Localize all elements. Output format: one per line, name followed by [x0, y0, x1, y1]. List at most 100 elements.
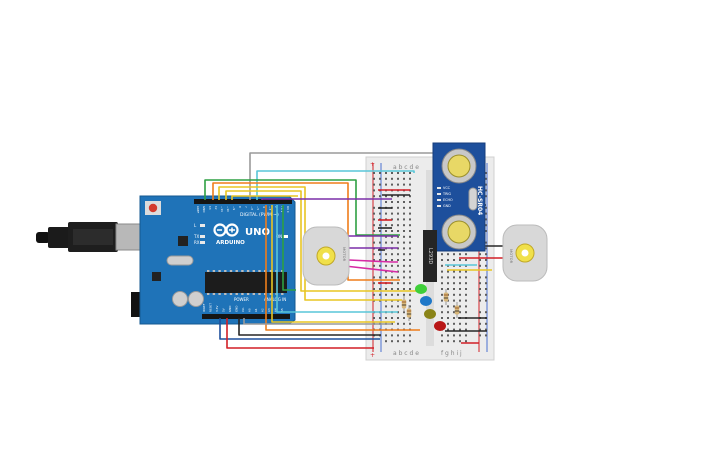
- breadboard-hole[interactable]: [397, 172, 399, 174]
- rail-hole[interactable]: [379, 259, 381, 261]
- breadboard-hole[interactable]: [397, 322, 399, 325]
- breadboard-hole[interactable]: [409, 293, 411, 296]
- breadboard-hole[interactable]: [409, 218, 411, 221]
- breadboard-hole[interactable]: [397, 201, 399, 203]
- rail-hole[interactable]: [485, 328, 487, 331]
- breadboard-hole[interactable]: [391, 264, 393, 267]
- breadboard-hole[interactable]: [453, 311, 455, 314]
- breadboard-hole[interactable]: [409, 299, 411, 302]
- breadboard-hole[interactable]: [397, 177, 399, 180]
- breadboard-hole[interactable]: [397, 206, 399, 209]
- breadboard-hole[interactable]: [403, 195, 405, 198]
- breadboard-hole[interactable]: [409, 224, 411, 227]
- breadboard-hole[interactable]: [397, 195, 399, 198]
- rail-hole[interactable]: [485, 322, 487, 325]
- breadboard-hole[interactable]: [409, 259, 411, 261]
- breadboard-hole[interactable]: [465, 259, 467, 261]
- breadboard-hole[interactable]: [385, 259, 387, 261]
- breadboard-hole[interactable]: [409, 212, 411, 215]
- breadboard-hole[interactable]: [409, 340, 411, 343]
- breadboard-hole[interactable]: [453, 293, 455, 296]
- breadboard-hole[interactable]: [409, 276, 411, 279]
- breadboard-hole[interactable]: [441, 334, 443, 337]
- breadboard-hole[interactable]: [465, 322, 467, 325]
- breadboard-hole[interactable]: [403, 293, 405, 296]
- rail-hole[interactable]: [373, 293, 375, 296]
- rail-hole[interactable]: [485, 218, 487, 221]
- breadboard-hole[interactable]: [391, 334, 393, 337]
- breadboard-hole[interactable]: [403, 241, 405, 244]
- resistor[interactable]: [401, 299, 407, 309]
- breadboard-hole[interactable]: [403, 201, 405, 203]
- breadboard-hole[interactable]: [391, 259, 393, 261]
- breadboard-hole[interactable]: [403, 322, 405, 325]
- breadboard-hole[interactable]: [453, 282, 455, 285]
- breadboard-hole[interactable]: [409, 288, 411, 290]
- resistor[interactable]: [406, 308, 412, 318]
- breadboard-hole[interactable]: [447, 282, 449, 285]
- rail-hole[interactable]: [479, 322, 481, 325]
- breadboard-hole[interactable]: [453, 253, 455, 256]
- breadboard-hole[interactable]: [409, 317, 411, 319]
- breadboard-hole[interactable]: [403, 253, 405, 256]
- breadboard-hole[interactable]: [385, 270, 387, 273]
- arduino-uno[interactable]: ARDUINO UNO DIGITAL (PWM ~) POWER ANALOG…: [36, 195, 296, 325]
- breadboard-hole[interactable]: [391, 288, 393, 290]
- breadboard-hole[interactable]: [459, 253, 461, 256]
- breadboard-hole[interactable]: [385, 241, 387, 244]
- breadboard-hole[interactable]: [385, 340, 387, 343]
- breadboard-hole[interactable]: [409, 183, 411, 186]
- breadboard-hole[interactable]: [459, 259, 461, 261]
- breadboard-hole[interactable]: [447, 253, 449, 256]
- breadboard-hole[interactable]: [397, 305, 399, 308]
- breadboard-hole[interactable]: [403, 230, 405, 232]
- rail-hole[interactable]: [373, 317, 375, 319]
- breadboard-hole[interactable]: [391, 201, 393, 203]
- breadboard-hole[interactable]: [403, 235, 405, 238]
- breadboard-hole[interactable]: [397, 288, 399, 290]
- rail-hole[interactable]: [379, 172, 381, 174]
- breadboard-hole[interactable]: [397, 264, 399, 267]
- breadboard-hole[interactable]: [409, 201, 411, 203]
- breadboard-hole[interactable]: [403, 340, 405, 343]
- breadboard-hole[interactable]: [397, 253, 399, 256]
- sensor-pin[interactable]: [437, 205, 441, 207]
- breadboard-hole[interactable]: [453, 299, 455, 302]
- breadboard-hole[interactable]: [441, 317, 443, 319]
- breadboard-hole[interactable]: [447, 305, 449, 308]
- breadboard-hole[interactable]: [453, 276, 455, 279]
- breadboard-hole[interactable]: [403, 218, 405, 221]
- breadboard-hole[interactable]: [459, 288, 461, 290]
- motor-right[interactable]: MOTOR: [502, 224, 548, 282]
- breadboard-hole[interactable]: [453, 288, 455, 290]
- breadboard-hole[interactable]: [465, 293, 467, 296]
- breadboard-hole[interactable]: [441, 340, 443, 343]
- breadboard-hole[interactable]: [409, 247, 411, 250]
- breadboard-hole[interactable]: [465, 311, 467, 314]
- breadboard-hole[interactable]: [447, 259, 449, 261]
- rail-hole[interactable]: [485, 293, 487, 296]
- breadboard-hole[interactable]: [453, 259, 455, 261]
- breadboard-hole[interactable]: [403, 183, 405, 186]
- rail-hole[interactable]: [373, 172, 375, 174]
- rail-hole[interactable]: [379, 317, 381, 319]
- rail-hole[interactable]: [485, 288, 487, 290]
- breadboard-hole[interactable]: [391, 224, 393, 227]
- breadboard-hole[interactable]: [391, 172, 393, 174]
- sensor-pin[interactable]: [437, 193, 441, 195]
- breadboard-hole[interactable]: [403, 311, 405, 314]
- breadboard-hole[interactable]: [447, 311, 449, 314]
- breadboard-hole[interactable]: [447, 288, 449, 290]
- breadboard-hole[interactable]: [397, 218, 399, 221]
- rail-hole[interactable]: [485, 299, 487, 302]
- breadboard-hole[interactable]: [441, 264, 443, 267]
- rail-hole[interactable]: [485, 253, 487, 256]
- breadboard-hole[interactable]: [403, 212, 405, 215]
- rail-hole[interactable]: [485, 206, 487, 209]
- breadboard-hole[interactable]: [465, 276, 467, 279]
- rail-hole[interactable]: [479, 288, 481, 290]
- breadboard-hole[interactable]: [385, 201, 387, 203]
- rail-hole[interactable]: [379, 288, 381, 290]
- breadboard-hole[interactable]: [441, 270, 443, 273]
- breadboard-hole[interactable]: [453, 340, 455, 343]
